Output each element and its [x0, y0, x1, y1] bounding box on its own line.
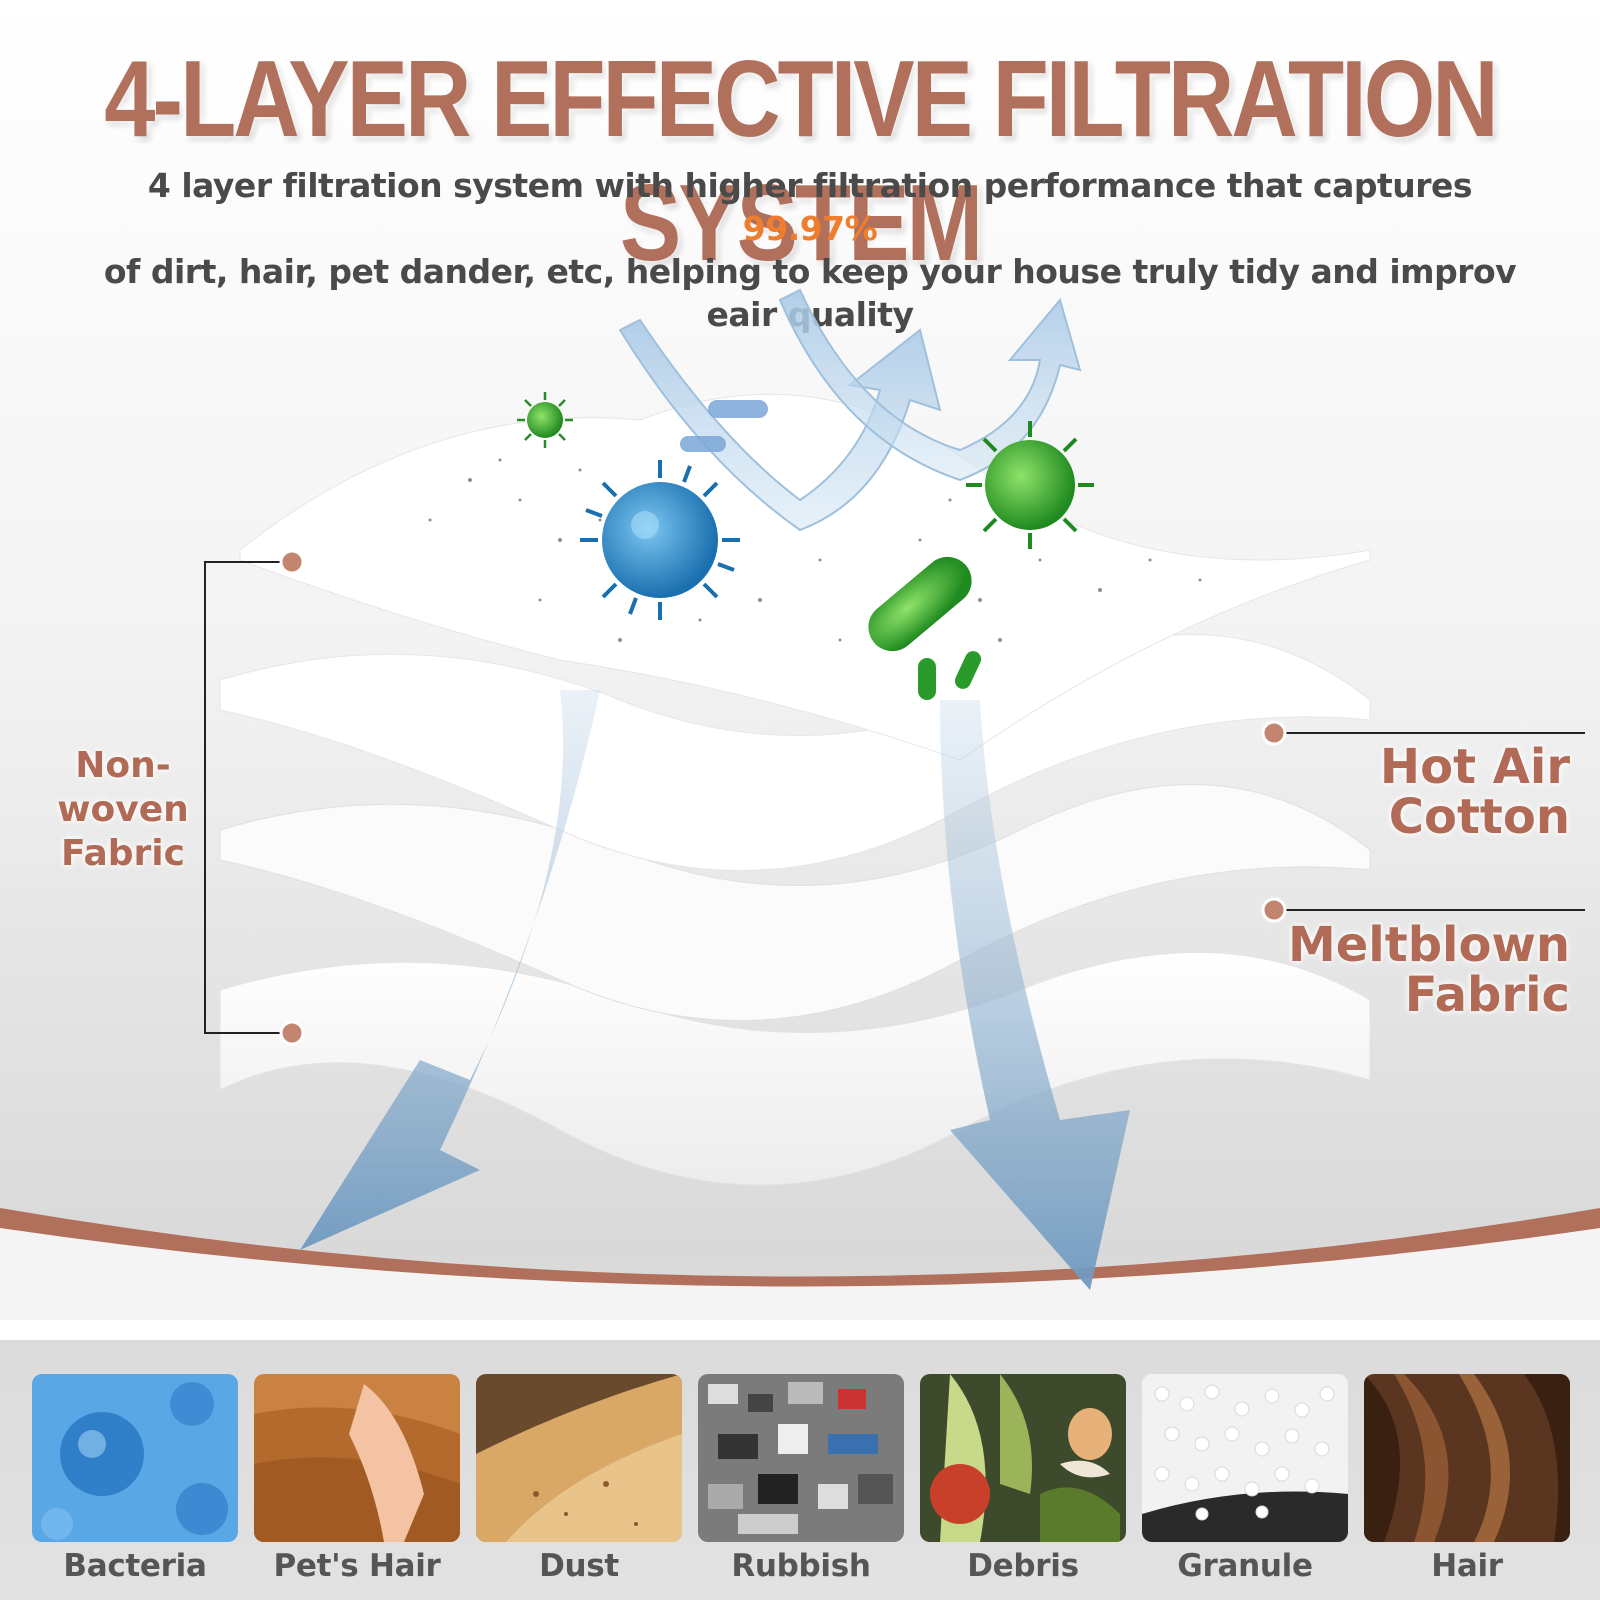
filtration-rate-highlight: 99.97%	[742, 209, 878, 248]
debris-image	[920, 1374, 1126, 1542]
wave-inner	[0, 1228, 1600, 1340]
layer-label-hot-air-line-2: Cotton	[1388, 789, 1570, 845]
layer-label-non-woven: Non-woven Fabric	[18, 744, 228, 876]
category-tile-granule: Granule	[1142, 1374, 1348, 1584]
subtitle: 4 layer filtration system with higher fi…	[90, 164, 1530, 336]
layer-label-non-woven-line-1: Non-woven	[57, 745, 189, 830]
category-tile-bacteria: Bacteria	[32, 1374, 238, 1584]
headline: 4-LAYER EFFECTIVE FILTRATION SYSTEM	[104, 39, 1498, 284]
blue-virus	[580, 460, 740, 620]
category-label: Debris	[967, 1548, 1079, 1584]
filter-layer-4	[219, 951, 1371, 1186]
filter-layer-3	[219, 784, 1371, 1021]
category-tile-pets-hair: Pet's Hair	[254, 1374, 460, 1584]
subtitle-line-3: eair quality	[706, 295, 914, 334]
hair-image	[1364, 1374, 1570, 1542]
green-virus-small	[517, 392, 573, 448]
category-tile-debris: Debris	[920, 1374, 1126, 1584]
layer-label-non-woven-line-2: Fabric	[61, 833, 185, 874]
category-label: Rubbish	[731, 1548, 871, 1584]
category-tile-rubbish: Rubbish	[698, 1374, 904, 1584]
green-virus-large	[966, 421, 1094, 549]
green-bacteria	[868, 556, 982, 700]
category-tile-dust: Dust	[476, 1374, 682, 1584]
subtitle-line-2: of dirt, hair, pet dander, etc, helping …	[103, 252, 1517, 291]
rubbish-image	[698, 1374, 904, 1542]
airflow-arrow-up-1	[618, 318, 942, 532]
granule-image	[1142, 1374, 1348, 1542]
layer-label-meltblown-line-2: Fabric	[1404, 967, 1570, 1023]
captured-particles-row: Bacteria Pet's Hair Dust	[32, 1374, 1572, 1594]
leader-dots	[279, 549, 1287, 1046]
category-label: Bacteria	[63, 1548, 207, 1584]
subtitle-line-1-text: 4 layer filtration system with higher fi…	[147, 166, 1473, 205]
filter-layer-2	[219, 634, 1371, 871]
filter-layer-1	[239, 393, 1371, 761]
layer-label-hot-air-cotton: Hot Air Cotton	[1270, 742, 1570, 842]
brown-wave-band	[0, 1208, 1600, 1340]
dust-image	[476, 1374, 682, 1542]
layer-label-meltblown-line-1: Meltblown	[1287, 917, 1570, 973]
category-label: Pet's Hair	[273, 1548, 441, 1584]
bacteria-image	[32, 1374, 238, 1542]
subtitle-line-1: 4 layer filtration system with higher fi…	[90, 164, 1530, 250]
category-label: Dust	[539, 1548, 619, 1584]
particle-pill-1	[708, 400, 768, 418]
pets-hair-image	[254, 1374, 460, 1542]
dust-specks	[428, 458, 1202, 642]
particle-pill-2	[680, 436, 726, 452]
category-tile-hair: Hair	[1364, 1374, 1570, 1584]
airflow-arrow-right	[940, 700, 1130, 1290]
layer-label-meltblown: Meltblown Fabric	[1250, 920, 1570, 1020]
airflow-arrow-left	[300, 690, 600, 1250]
category-label: Granule	[1177, 1548, 1313, 1584]
layer-label-hot-air-line-1: Hot Air	[1379, 739, 1570, 795]
category-label: Hair	[1431, 1548, 1503, 1584]
